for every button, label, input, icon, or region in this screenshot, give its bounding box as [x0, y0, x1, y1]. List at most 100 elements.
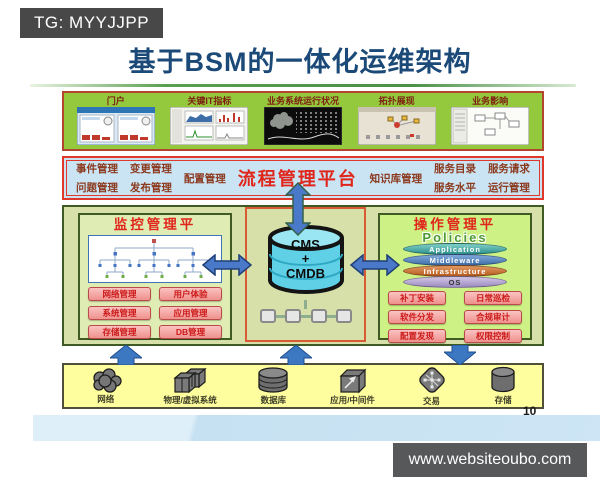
module-box: 存储管理	[88, 325, 151, 339]
cloud-icon	[93, 368, 122, 393]
page-title: 基于BSM的一体化运维架构	[128, 47, 472, 77]
infrastructure-bar: 网络 物理/虚拟系统 数据库	[62, 363, 544, 409]
process-col: 服务请求 运行管理	[488, 161, 530, 195]
process-item: 配置管理	[183, 172, 226, 185]
dashboard-label: 业务系统运行状况	[266, 96, 339, 106]
cms-label: CMS	[291, 237, 320, 252]
process-cmdb-arrow	[285, 182, 311, 236]
infra-item-network: 网络	[88, 367, 124, 405]
topology-screenshot-thumbnail	[357, 107, 436, 145]
configuration-items-row	[260, 300, 352, 325]
dashboard-item-portal: 门户	[72, 95, 160, 147]
monitoring-management-box: 监控管理平	[78, 213, 232, 340]
stack-layer: Application	[403, 243, 507, 255]
process-item: 事件管理	[76, 163, 118, 175]
impact-screenshot-thumbnail	[451, 107, 530, 145]
module-box: 软件分发	[388, 310, 446, 324]
dashboard-item-topology: 拓扑展现	[353, 95, 441, 147]
connector-line	[260, 315, 352, 318]
process-item: 运行管理	[487, 182, 530, 194]
operations-modules: 补丁安装 日常巡检 软件分发 合规审计 配置发现 权限控制	[380, 291, 530, 343]
module-box: 应用管理	[159, 306, 222, 320]
dashboard-label: 关键IT指标	[187, 96, 232, 106]
portal-screenshot-thumbnail	[76, 107, 155, 145]
module-box: DB管理	[159, 325, 222, 339]
operations-management-box: 操作管理平 Policies Application Middleware In…	[378, 213, 532, 343]
servers-icon	[173, 367, 207, 394]
module-box: 合规审计	[464, 310, 522, 324]
plus-label: +	[301, 251, 310, 267]
dashboard-strip: 门户 关键IT指标	[62, 91, 544, 151]
stack-layer: Infrastructure	[403, 265, 507, 277]
dashboard-label: 业务影响	[472, 96, 509, 106]
dashboard-label: 门户	[106, 96, 125, 106]
website-watermark: www.websiteoubo.com	[393, 443, 587, 477]
page-number: 10	[523, 404, 537, 418]
infra-item-database: 数据库	[256, 366, 290, 406]
infra-item-systems: 物理/虚拟系统	[163, 366, 217, 406]
infra-label: 数据库	[260, 395, 287, 405]
process-col: 服务目录 服务水平	[434, 161, 476, 195]
dashboard-item-kpi: 关键IT指标	[166, 95, 254, 147]
infra-item-transaction: 交易	[415, 365, 449, 407]
module-box: 配置发现	[388, 329, 446, 343]
infra-label: 物理/虚拟系统	[163, 395, 217, 405]
process-item: 问题管理	[76, 182, 118, 194]
management-panel: 监控管理平	[62, 205, 544, 346]
module-box: 日常巡检	[464, 291, 522, 305]
module-box: 用户体验	[159, 287, 222, 301]
process-item: 发布管理	[129, 182, 172, 194]
database-icon	[258, 367, 289, 393]
process-item: 变更管理	[129, 163, 172, 175]
cmdb-box: CMS + CMDB	[245, 207, 366, 342]
monitoring-tree-panel	[88, 235, 222, 283]
operations-title: 操作管理平	[413, 217, 497, 232]
topology-tree-icon	[98, 239, 210, 278]
infra-label: 交易	[423, 396, 441, 406]
cmdb-text: CMDB	[286, 265, 325, 281]
cmdb-label: CMS + CMDB	[264, 237, 348, 281]
dashboard-item-status: 业务系统运行状况	[259, 95, 347, 147]
dashboard-label: 拓扑展现	[378, 96, 415, 106]
title-divider	[30, 84, 576, 87]
process-item: 服务请求	[487, 163, 530, 175]
status-screenshot-thumbnail	[263, 107, 342, 145]
stack-layer: OS	[403, 276, 507, 288]
process-col: 配置管理	[184, 171, 226, 186]
process-col: 变更管理 发布管理	[130, 161, 172, 195]
database-cylinder-icon	[267, 225, 344, 294]
ci-node	[335, 309, 352, 323]
operations-infra-down-arrow	[444, 345, 476, 365]
module-box: 网络管理	[88, 287, 151, 301]
monitoring-modules: 网络管理 用户体验 系统管理 应用管理 存储管理 DB管理	[80, 287, 230, 339]
infra-cmdb-up-arrow	[280, 345, 312, 365]
module-box: 权限控制	[464, 329, 522, 343]
cmdb-operations-arrow	[350, 254, 400, 276]
monitoring-title: 监控管理平	[113, 217, 197, 232]
connector-line	[304, 300, 307, 309]
module-box: 系统管理	[88, 306, 151, 320]
infra-item-middleware: 应用/中间件	[330, 366, 375, 406]
infra-label: 网络	[97, 394, 115, 404]
tg-watermark-badge: TG: MYYJJPP	[20, 8, 164, 38]
infra-label: 应用/中间件	[330, 395, 375, 405]
ci-node	[260, 309, 276, 323]
storage-icon	[491, 366, 515, 393]
infra-label: 存储	[494, 395, 512, 405]
application-icon	[339, 368, 366, 394]
stack-layer: Middleware	[403, 254, 507, 266]
process-item: 知识库管理	[369, 172, 423, 185]
kpi-screenshot-thumbnail	[170, 107, 249, 145]
process-col: 事件管理 问题管理	[76, 161, 118, 195]
process-item: 服务水平	[434, 182, 477, 194]
dashboard-item-impact: 业务影响	[446, 95, 534, 147]
transaction-icon	[418, 367, 445, 393]
ci-node	[285, 309, 302, 323]
process-platform-title: 流程管理平台	[237, 169, 358, 189]
cmdb-cylinder: CMS + CMDB	[264, 223, 348, 295]
module-box: 补丁安装	[388, 291, 446, 305]
layer-stack: Application Middleware Infrastructure OS	[403, 243, 507, 288]
infra-monitoring-up-arrow	[110, 345, 142, 365]
process-col: 知识库管理	[370, 171, 423, 186]
